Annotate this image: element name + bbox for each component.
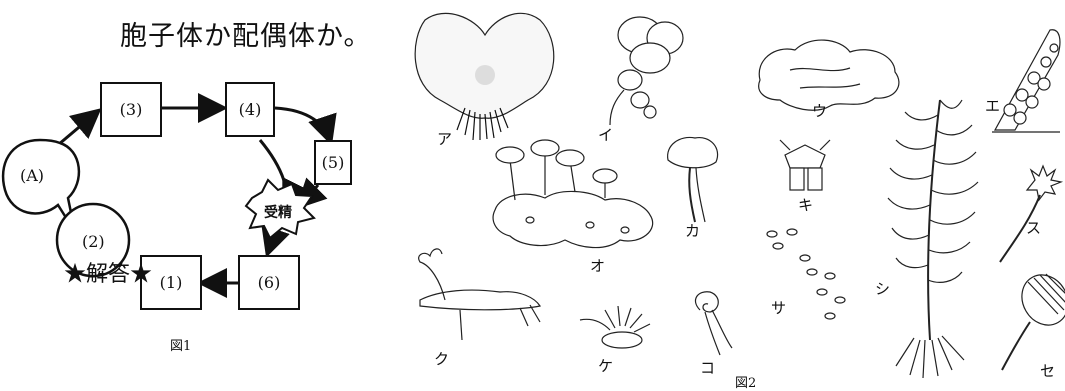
label-su: ス	[1026, 217, 1041, 238]
drawing-se-sporangium	[1002, 266, 1065, 370]
drawing-a-prothallus	[415, 13, 554, 140]
label-o: オ	[590, 255, 605, 276]
label-i: イ	[598, 124, 613, 145]
label-e: エ	[985, 95, 1000, 116]
box-4: (4)	[225, 82, 275, 137]
label-ka: カ	[685, 220, 700, 241]
drawing-e-sori	[992, 30, 1060, 132]
figure2-caption: 図2	[735, 372, 756, 391]
drawing-ke-peristome	[580, 306, 650, 348]
label-ki: キ	[798, 194, 813, 215]
drawing-u-thallus	[759, 40, 899, 110]
fertilization-label: 受精	[264, 202, 292, 222]
drawing-shi-fern	[888, 100, 978, 378]
box-6: (6)	[238, 255, 300, 310]
figure1-caption: 図1	[170, 335, 191, 354]
box-3: (3)	[100, 82, 162, 137]
label-a: ア	[437, 128, 452, 149]
drawing-o-marchantia	[493, 140, 653, 248]
label-se: セ	[1040, 360, 1055, 381]
bubble-2-label: (2)	[82, 232, 105, 251]
drawing-ku-young-sporophyte	[419, 249, 540, 340]
drawing-ko-spore	[695, 292, 732, 355]
drawing-ki-section	[780, 140, 830, 190]
bubble-a-label: (A)	[20, 166, 44, 185]
label-ku: ク	[434, 348, 449, 369]
drawing-i-archegonium	[610, 17, 683, 125]
box-5: (5)	[314, 140, 352, 185]
label-sa: サ	[771, 297, 786, 318]
answer-stamp: ★解答★	[64, 256, 152, 288]
label-u: ウ	[812, 100, 827, 121]
drawing-su-stalk	[1000, 166, 1061, 262]
label-ke: ケ	[598, 355, 613, 376]
label-ko: コ	[700, 357, 715, 378]
label-shi: シ	[875, 278, 890, 299]
arrow-4-to-5	[275, 108, 330, 140]
drawing-ka-receptacle	[668, 137, 718, 222]
